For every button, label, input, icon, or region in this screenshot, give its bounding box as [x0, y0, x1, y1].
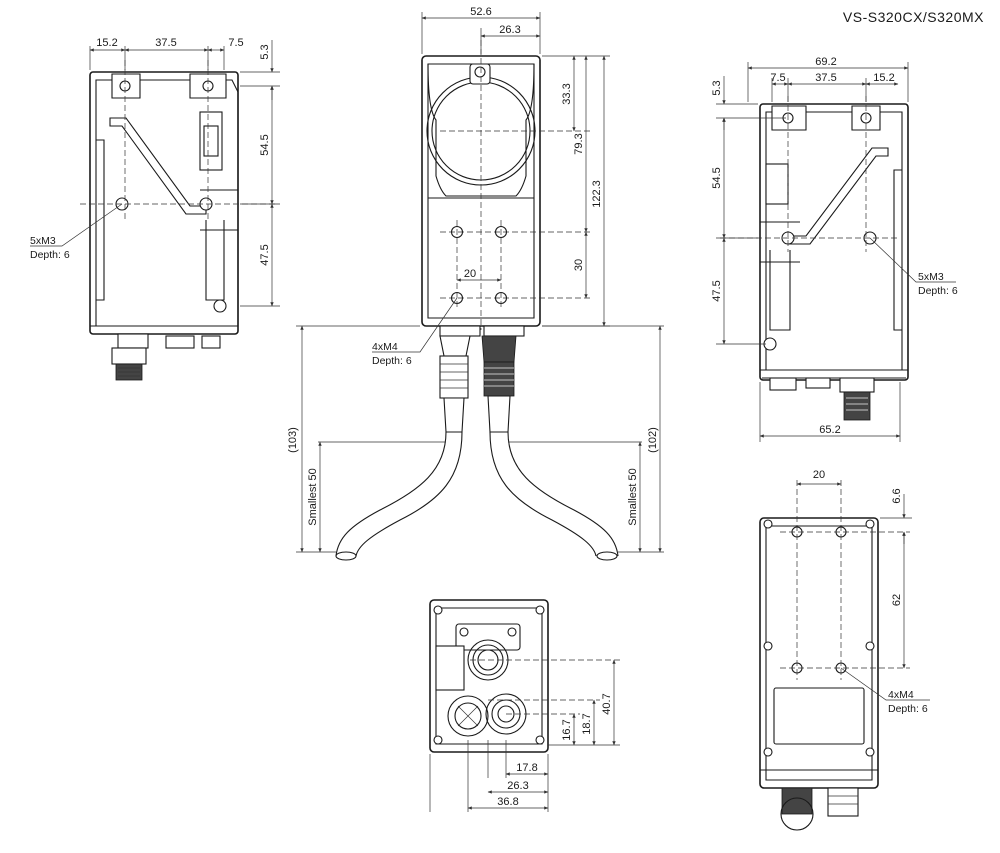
- dim-right-c: 37.5: [815, 72, 836, 84]
- dim-bottom-b: 16.7: [561, 719, 573, 740]
- note-front-thread: 4xM4: [372, 341, 398, 353]
- dim-front-h2: 122.3: [591, 180, 603, 208]
- back-view: 20 6.6 62 4xM4 Depth: 6: [759, 469, 930, 831]
- note-left-depth: Depth: 6: [30, 249, 70, 261]
- bottom-view: 40.7 16.7 18.7 17.8 26.3 36.8: [429, 599, 620, 812]
- dim-front-half: 26.3: [499, 24, 520, 36]
- dim-right-d: 15.2: [873, 72, 894, 84]
- dim-left-b: 37.5: [155, 37, 176, 49]
- dim-bottom-c: 18.7: [581, 713, 593, 734]
- left-side-view: 15.2 37.5 7.5 5.3 54.5 47.5 5xM3 Depth: …: [30, 37, 280, 381]
- dim-front-width: 52.6: [470, 6, 491, 18]
- dim-front-h1: 79.3: [573, 133, 585, 154]
- drawing-title: VS-S320CX/S320MX: [843, 9, 984, 25]
- right-side-view: 69.2 7.5 37.5 15.2 5.3 54.5 47.5 65.2 5x…: [711, 56, 958, 442]
- dim-right-e: 5.3: [711, 80, 723, 95]
- note-back-thread: 4xM4: [888, 689, 914, 701]
- dim-bottom-d: 17.8: [516, 762, 537, 774]
- dim-right-h: 65.2: [819, 424, 840, 436]
- dim-right-g: 47.5: [711, 280, 723, 301]
- dim-back-c: 62: [891, 594, 903, 606]
- note-right-thread: 5xM3: [918, 271, 944, 283]
- dim-bottom-a: 40.7: [601, 693, 613, 714]
- dim-right-f: 54.5: [711, 167, 723, 188]
- dim-left-e: 54.5: [259, 134, 271, 155]
- dim-bottom-f: 36.8: [497, 796, 518, 808]
- dim-front-h3: 30: [573, 259, 585, 271]
- dim-right-a: 69.2: [815, 56, 836, 68]
- dim-back-b: 6.6: [891, 488, 903, 503]
- dim-bottom-e: 26.3: [507, 780, 528, 792]
- dim-cable-left: (103): [287, 427, 299, 453]
- note-back-depth: Depth: 6: [888, 703, 928, 715]
- front-view: 52.6 26.3 33.3 79.3 122.3 30 20 4xM4 Dep…: [287, 6, 664, 561]
- dim-left-f: 47.5: [259, 244, 271, 265]
- note-left-thread: 5xM3: [30, 235, 56, 247]
- dim-cable-right: (102): [647, 427, 659, 453]
- note-right-depth: Depth: 6: [918, 285, 958, 297]
- dim-left-a: 15.2: [96, 37, 117, 49]
- dim-bend-left: Smallest 50: [307, 468, 319, 525]
- dim-back-a: 20: [813, 469, 825, 481]
- dim-left-c: 7.5: [228, 37, 243, 49]
- dim-front-hole: 20: [464, 268, 476, 280]
- dim-front-lens: 33.3: [561, 83, 573, 104]
- dim-right-b: 7.5: [770, 72, 785, 84]
- dim-bend-right: Smallest 50: [627, 468, 639, 525]
- note-front-depth: Depth: 6: [372, 355, 412, 367]
- dim-left-d: 5.3: [259, 44, 271, 59]
